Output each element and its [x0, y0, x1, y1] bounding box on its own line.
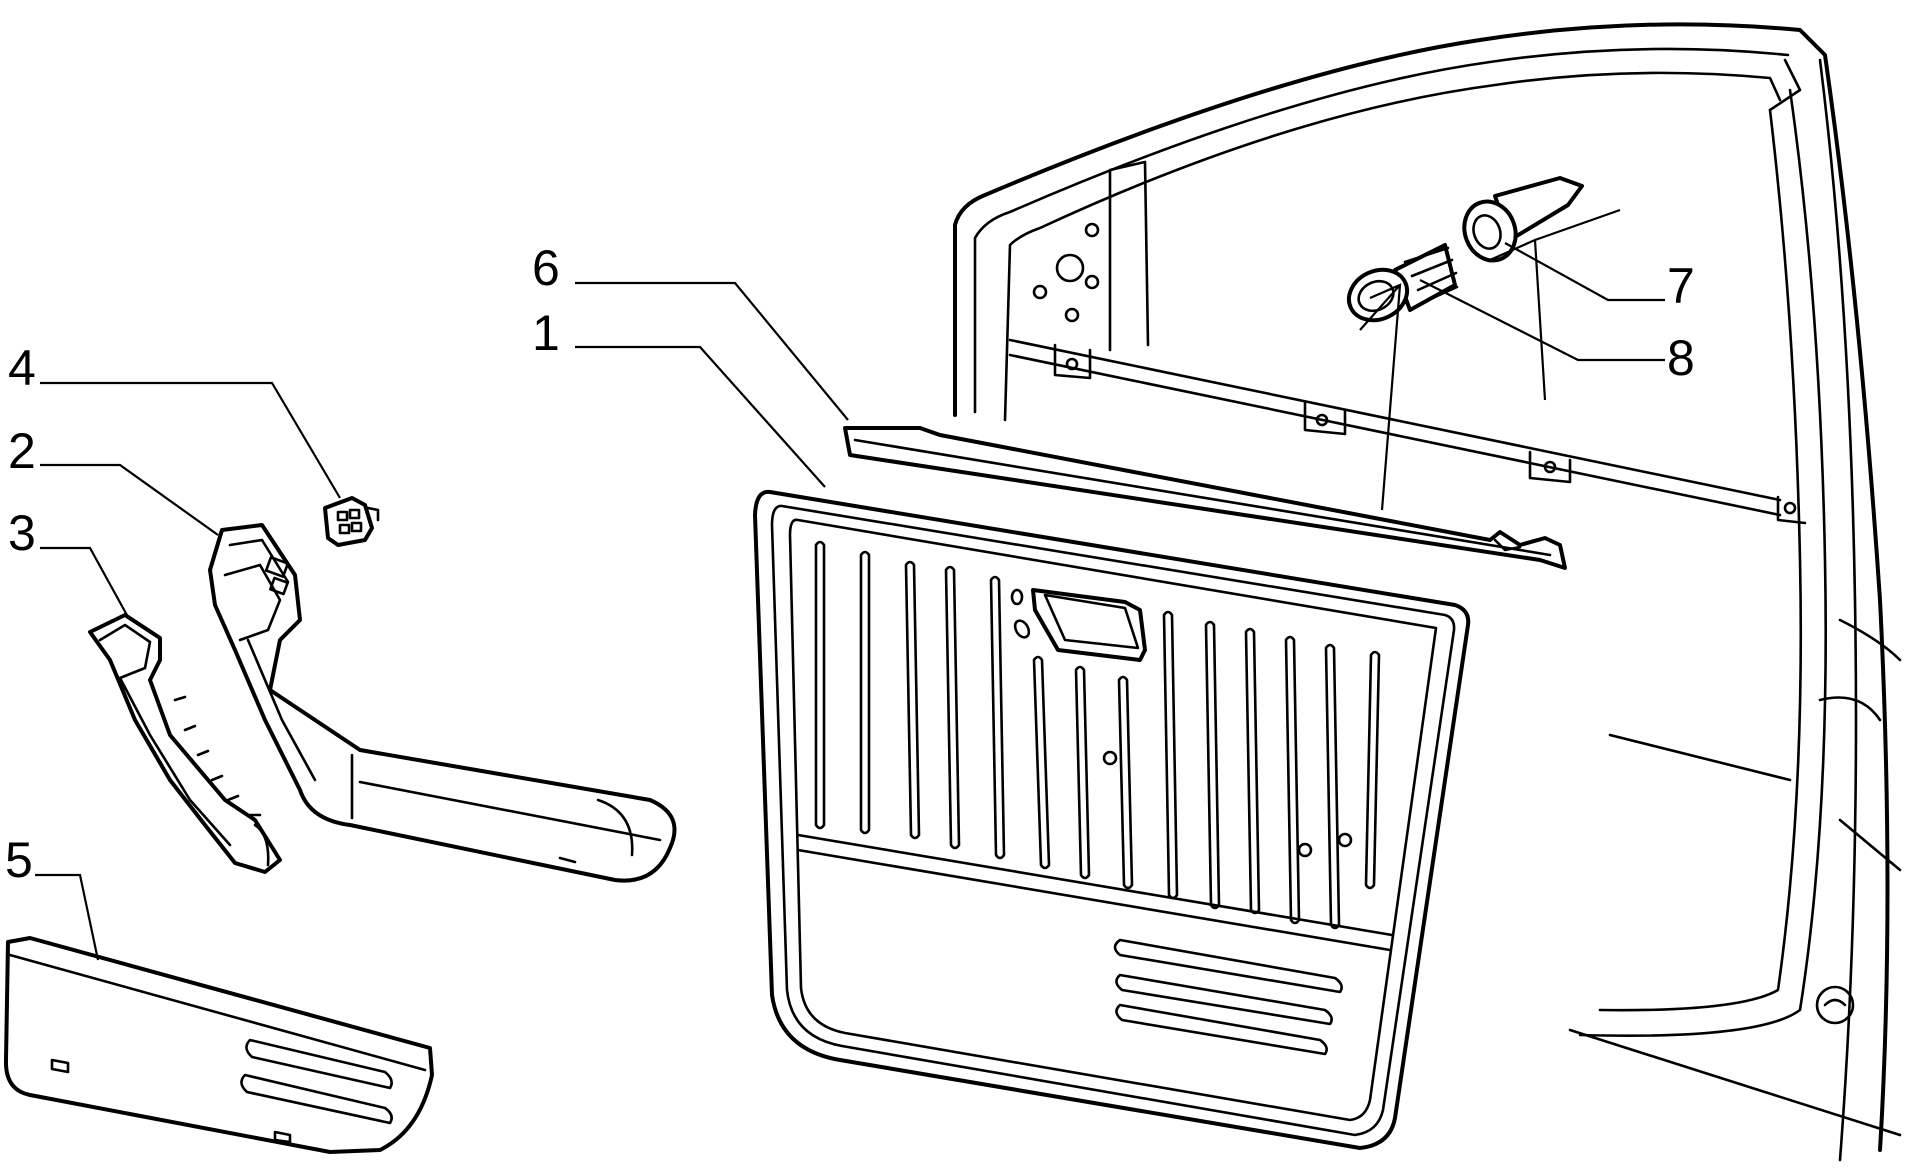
panel-rib — [859, 550, 871, 835]
handle-cover-part — [88, 613, 282, 874]
leader-line-7 — [1504, 242, 1665, 302]
callout-6: 6 — [532, 240, 560, 296]
panel-rib — [1032, 655, 1051, 870]
panel-rib — [904, 560, 921, 840]
leader-line-4 — [40, 381, 341, 499]
panel-rib — [814, 540, 826, 830]
callout-labels: 6 1 4 2 3 5 7 8 — [5, 240, 1695, 888]
callout-3: 3 — [8, 505, 36, 561]
upper-trim-strip-part — [843, 426, 1567, 570]
leader-line-6 — [575, 281, 849, 421]
leader-line-1 — [575, 345, 826, 488]
callout-5: 5 — [5, 832, 33, 888]
panel-rib — [1364, 650, 1381, 890]
callout-4: 4 — [8, 340, 36, 396]
panel-rib — [1204, 620, 1221, 910]
leader-line-3 — [40, 546, 129, 618]
leader-line-5 — [35, 873, 100, 961]
door-panel-part — [753, 489, 1471, 1150]
leader-line-2 — [40, 463, 219, 536]
leader-lines — [35, 208, 1665, 961]
panel-rib — [1162, 610, 1179, 900]
door-pocket-part — [3, 936, 434, 1154]
switch-clip-part — [323, 496, 380, 547]
callout-1: 1 — [532, 305, 560, 361]
panel-rib — [1117, 675, 1134, 890]
panel-rib — [989, 575, 1006, 860]
panel-rib — [1074, 665, 1091, 880]
callout-8: 8 — [1667, 330, 1695, 386]
panel-rib — [944, 565, 961, 850]
fastener-pin-part — [1462, 176, 1584, 263]
panel-rib — [1244, 627, 1261, 915]
panel-rib — [1284, 635, 1301, 925]
door-frame — [953, 22, 1902, 1162]
armrest-handle-part — [208, 523, 677, 883]
panel-rib — [1324, 643, 1341, 930]
leader-line-8 — [1419, 279, 1665, 362]
callout-7: 7 — [1667, 258, 1695, 314]
callout-2: 2 — [8, 423, 36, 479]
